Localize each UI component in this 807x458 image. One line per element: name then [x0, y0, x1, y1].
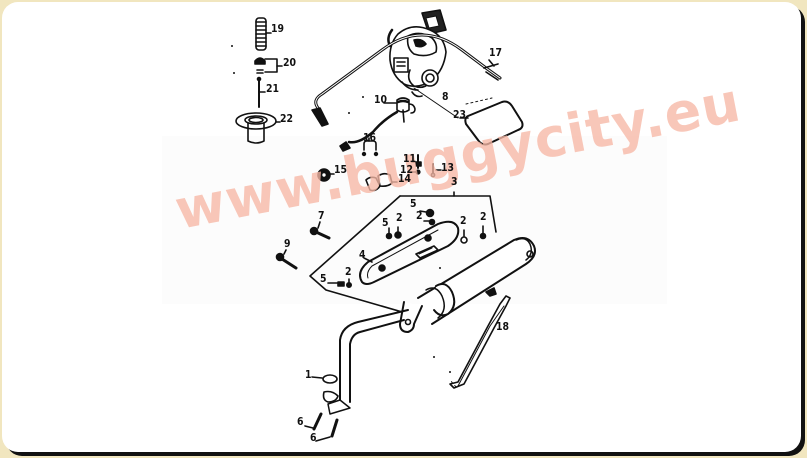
exhaust-pipe: [311, 309, 409, 415]
callout-19: 19: [271, 22, 285, 35]
callout-12: 12: [400, 163, 414, 176]
diaphragm-part-22: [235, 112, 281, 144]
spring-part-19: [255, 17, 272, 51]
gasket-part-23: [413, 87, 524, 146]
callout-15: 15: [334, 163, 348, 176]
muffler: [399, 237, 536, 333]
callout-4: 4: [359, 248, 366, 261]
screws-part-11-13: [411, 154, 442, 178]
callout-5: 5: [382, 216, 389, 229]
callout-20: 20: [283, 56, 297, 69]
callout-2: 2: [396, 211, 403, 224]
callout-3: 3: [451, 175, 458, 188]
callout-5: 5: [410, 197, 417, 210]
cap-part-15: [317, 168, 335, 182]
retainer-part-20: [254, 57, 283, 74]
callout-21: 21: [266, 82, 280, 95]
throttle-cable-part-17: [311, 33, 502, 127]
stay-part-18: [449, 295, 511, 389]
callout-11: 11: [403, 152, 417, 165]
scan-background: [162, 136, 667, 304]
scan-specks: [231, 45, 451, 373]
parts-diagram: [231, 9, 536, 442]
callout-2: 2: [345, 265, 352, 278]
carburetor-part-8: [387, 9, 447, 98]
callout-7: 7: [318, 209, 325, 222]
bolts-part-2-5: [327, 208, 487, 288]
callout-1: 1: [305, 368, 312, 381]
callout-2: 2: [480, 210, 487, 223]
callout-8: 8: [442, 90, 449, 103]
callout-9: 9: [284, 237, 291, 250]
callout-6: 6: [310, 431, 317, 444]
callout-6: 6: [297, 415, 304, 428]
callout-22: 22: [280, 112, 294, 125]
boot-part-14: [365, 172, 398, 192]
callout-5: 5: [320, 272, 327, 285]
callout-16: 16: [363, 131, 377, 144]
callout-17: 17: [489, 46, 503, 59]
callout-2: 2: [416, 209, 423, 222]
callout-13: 13: [441, 161, 455, 174]
clip-part-16: [361, 137, 379, 157]
bracket-outline-part-3: [309, 191, 497, 317]
callout-14: 14: [398, 172, 412, 185]
callout-10: 10: [374, 93, 388, 106]
callout-18: 18: [496, 320, 510, 333]
callout-2: 2: [460, 214, 467, 227]
bolt-part-9: [275, 249, 298, 270]
callout-23: 23: [453, 108, 467, 121]
studs-part-6: [304, 412, 339, 442]
bolt-part-7: [309, 221, 331, 240]
needle-part-21: [256, 76, 266, 108]
choke-part-10: [339, 97, 416, 152]
heat-shield-part-4: [359, 220, 460, 285]
